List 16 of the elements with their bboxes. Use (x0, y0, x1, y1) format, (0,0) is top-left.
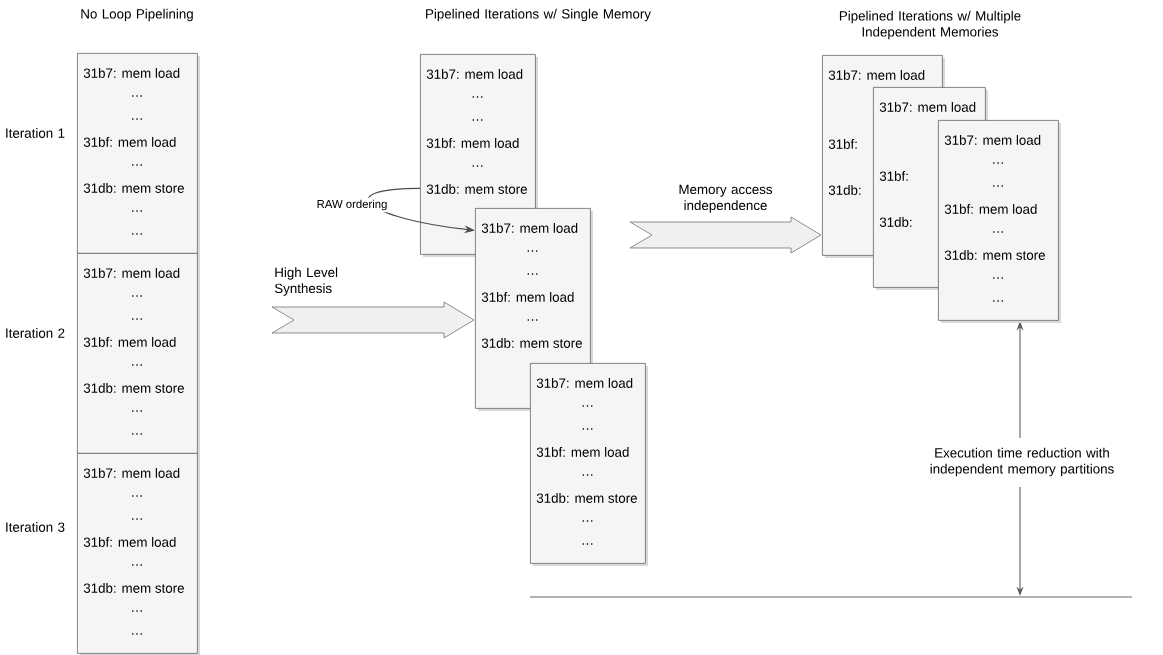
row-label: Iteration 1 (6, 128, 65, 138)
column-title: No Loop Pipelining (81, 8, 193, 22)
row-label: Iteration 3 (6, 522, 65, 532)
column-title: Pipelined Iterations w/ Single Memory (426, 8, 651, 22)
code-block: 31b7: mem load … … 31bf: mem load … 31db: mem store … … (77, 253, 200, 456)
dimension-label: Execution time reduction with independent memory partitions (930, 447, 1114, 477)
row-label: Iteration 2 (6, 328, 65, 338)
edge-label: High Level Synthesis (274, 267, 338, 296)
code-block: 31b7: mem load … … 31bf: mem load … 31db: mem store … … (77, 53, 200, 256)
block-arrow (629, 216, 822, 254)
block-arrow (271, 301, 475, 339)
code-block: 31b7: mem load … … 31bf: mem load … 31db: mem store … … (77, 453, 200, 655)
code-block: 31b7: mem load … … 31bf: mem load … 31db: mem store … … (530, 363, 648, 566)
column-title: Pipelined Iterations w/ Multiple Independent Memories (839, 10, 1021, 40)
code-block: 31b7: mem load … … 31bf: mem load … 31db: mem store … … (938, 120, 1061, 323)
edge-label: Memory access independence (679, 184, 773, 213)
